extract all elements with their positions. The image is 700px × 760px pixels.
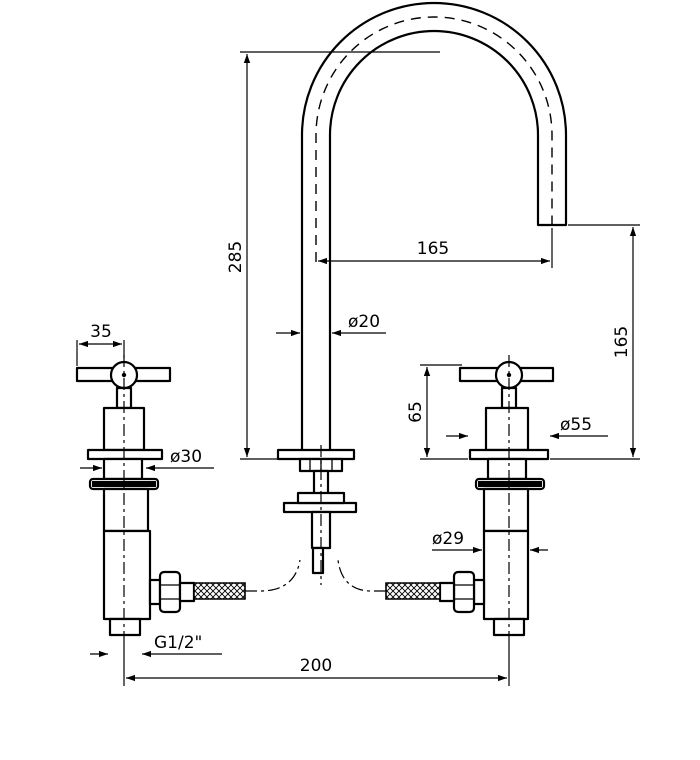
dim-handle-height: 65 [406, 364, 468, 460]
dim-total-height: 285 [226, 51, 440, 460]
spout-centerline-dashed [315, 16, 553, 262]
spout [276, 1, 568, 585]
left-flange [86, 448, 164, 461]
dim-thread: G1/2" [90, 633, 222, 658]
left-ferrule [178, 581, 196, 603]
left-elbow [148, 578, 162, 606]
spout-tube [300, 1, 568, 454]
left-shank [102, 487, 150, 533]
right-elbow [472, 578, 486, 606]
spout-stub [311, 546, 325, 575]
right-upper-shank [486, 457, 528, 481]
dim-200-label: 200 [300, 656, 332, 676]
left-upper-shank [102, 457, 144, 481]
left-outlet [108, 617, 142, 637]
dim-165-reach-label: 165 [417, 239, 449, 259]
dim-65-label: 65 [406, 401, 426, 423]
dim-spout-diameter: ø20 [276, 312, 386, 337]
right-valve-body [484, 406, 530, 452]
dim-flange-diameter: ø55 [446, 415, 608, 440]
right-hex-nut [452, 570, 476, 614]
left-hex-nut [158, 570, 182, 614]
spout-base-flange [276, 448, 356, 461]
right-lower-body [482, 529, 530, 621]
left-connection-hose [245, 559, 301, 592]
dim-o29-label: ø29 [432, 529, 464, 549]
right-connection-hose [337, 559, 386, 592]
spout-clamp-bar [282, 501, 358, 514]
dim-g12-label: G1/2" [154, 633, 202, 653]
left-lower-body [102, 529, 152, 621]
dim-body-diameter-left: ø30 [80, 447, 214, 472]
dim-spout-reach: 165 [318, 228, 553, 268]
dim-285-label: 285 [226, 241, 246, 273]
dim-outlet-height: 165 [550, 224, 640, 460]
dim-165-height-label: 165 [612, 326, 632, 358]
dim-handle-width: 35 [76, 322, 125, 366]
dim-o55-label: ø55 [560, 415, 592, 435]
dim-shank-diameter: ø29 [432, 529, 548, 554]
right-braided-hose [385, 582, 441, 600]
right-valve [385, 355, 555, 640]
dim-35-label: 35 [90, 322, 112, 342]
right-shank [482, 487, 530, 533]
dim-o30-label: ø30 [170, 447, 202, 467]
left-valve [75, 355, 246, 640]
right-ferrule [438, 581, 456, 603]
left-braided-hose [193, 582, 246, 600]
dim-spacing: 200 [123, 640, 510, 686]
dim-o20-label: ø20 [348, 312, 380, 332]
